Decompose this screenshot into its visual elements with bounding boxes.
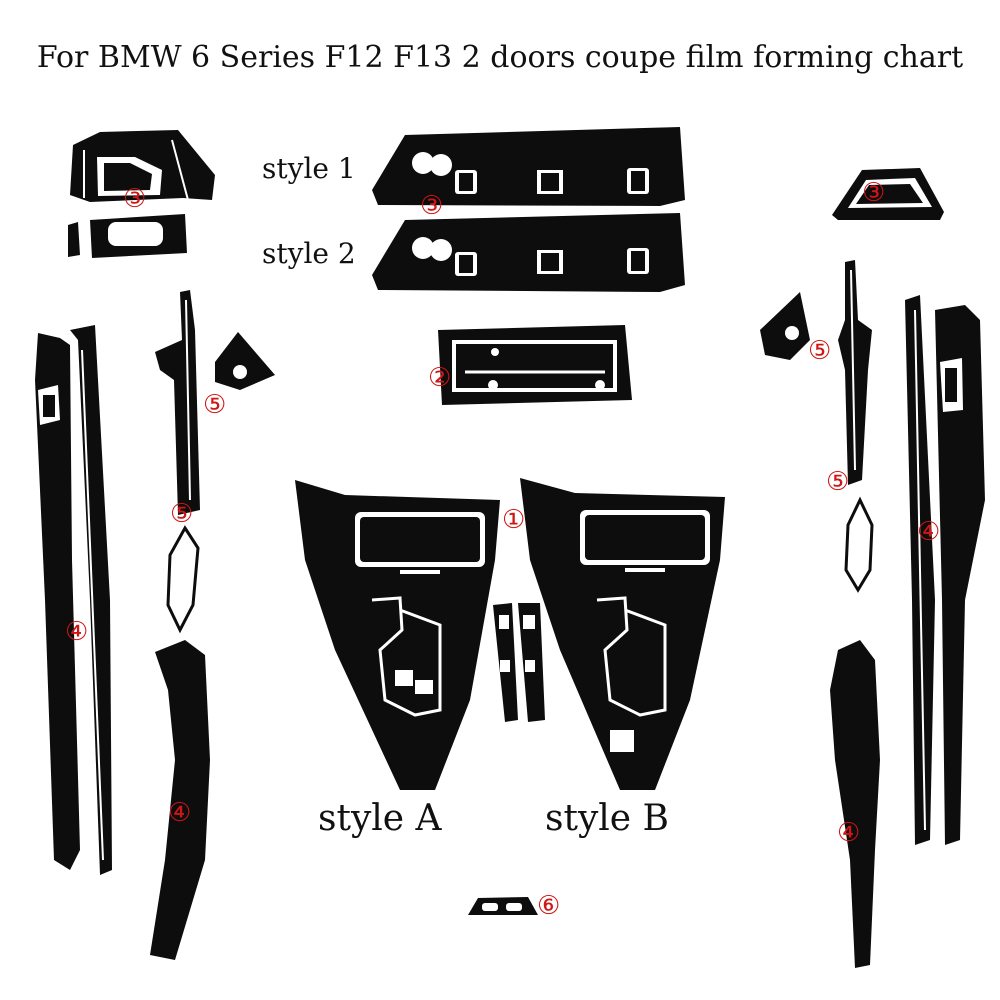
- label-style-a: style A: [318, 798, 442, 839]
- label-style-1: style 1: [262, 152, 356, 185]
- part-right-lower-curve: [830, 640, 880, 968]
- part-center-radio-panel: [438, 325, 632, 405]
- part-left-lower-trim: [68, 214, 187, 258]
- part-left-mid-vertical: [155, 290, 200, 515]
- part-right-vent-trim: [832, 168, 944, 220]
- part-left-lower-curve: [150, 640, 210, 960]
- part-left-diamond: [166, 525, 200, 634]
- label-style-b: style B: [545, 798, 669, 839]
- marker-1-console: ①: [502, 505, 526, 535]
- part-dash-strip-style-1: [372, 127, 685, 206]
- label-style-2: style 2: [262, 237, 356, 270]
- marker-4-left-strip: ④: [65, 617, 89, 647]
- part-right-mid-vertical: [838, 260, 872, 485]
- marker-4-right-strip: ④: [917, 517, 941, 547]
- part-bottom-switch-trim: [468, 897, 538, 915]
- marker-5-right-triangle: ⑤: [808, 336, 832, 366]
- part-console-style-a: [295, 480, 500, 790]
- chart-title: For BMW 6 Series F12 F13 2 doors coupe f…: [36, 40, 964, 75]
- marker-4-left-curve: ④: [168, 798, 192, 828]
- part-left-door-strip-inner: [70, 325, 112, 875]
- marker-5-left-vertical: ⑤: [170, 499, 194, 529]
- part-right-diamond: [844, 496, 874, 593]
- part-right-door-strip-inner: [905, 295, 935, 845]
- marker-6-bottom: ⑥: [537, 891, 561, 921]
- part-left-small-triangle: [215, 332, 275, 390]
- marker-5-right-vertical: ⑤: [826, 467, 850, 497]
- part-console-side-pieces: [493, 603, 545, 722]
- marker-5-left-triangle: ⑤: [203, 390, 227, 420]
- part-right-small-triangle: [760, 292, 810, 360]
- part-console-style-b: [520, 478, 725, 790]
- marker-4-right-curve: ④: [837, 818, 861, 848]
- part-left-vent-trim: [70, 130, 215, 202]
- marker-2-radio: ②: [428, 363, 452, 393]
- part-dash-strip-style-2: [372, 213, 685, 292]
- part-left-door-strip-outer: [35, 333, 80, 870]
- marker-3-center: ③: [420, 191, 444, 221]
- part-right-door-strip-outer: [935, 305, 985, 845]
- marker-3-left: ③: [123, 184, 147, 214]
- marker-3-right: ③: [862, 178, 886, 208]
